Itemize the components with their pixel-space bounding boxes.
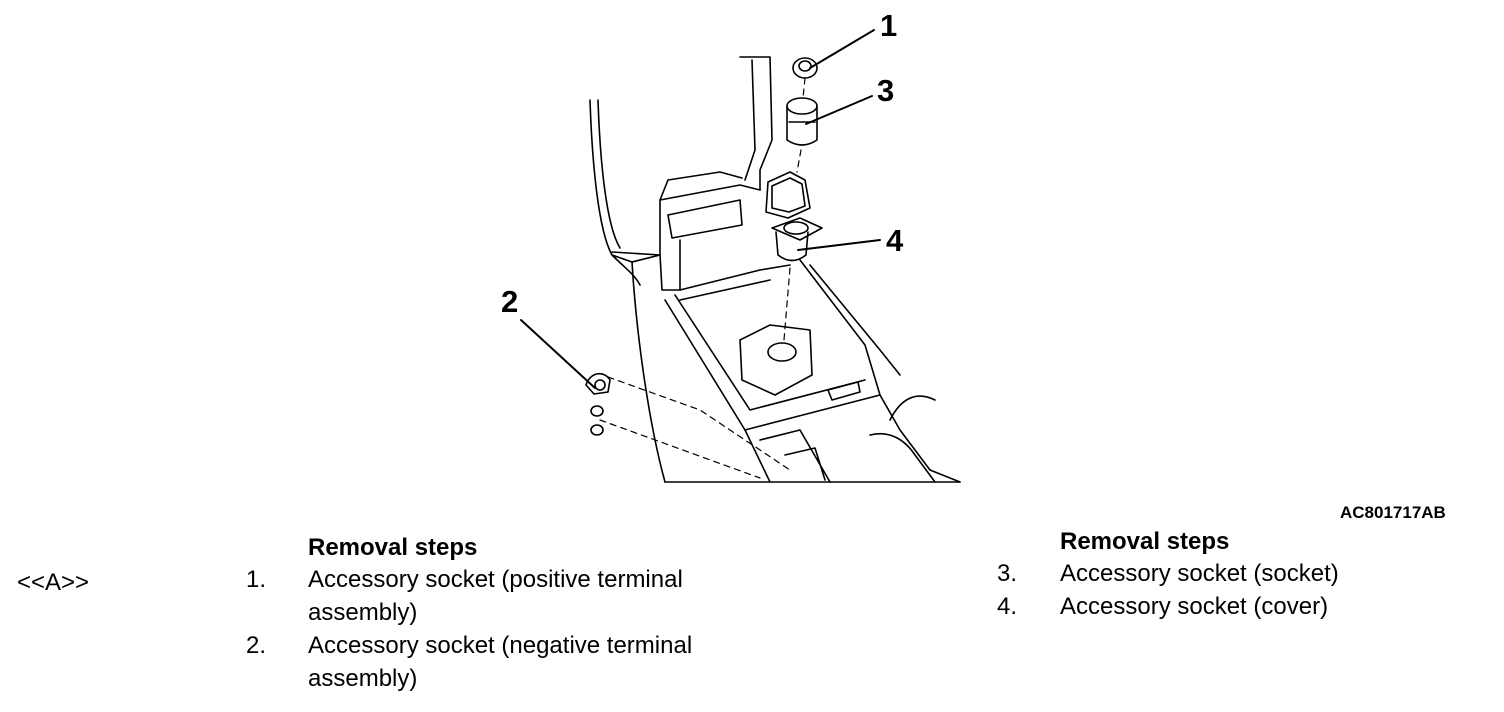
console-diagram bbox=[520, 29, 961, 483]
cover-part bbox=[765, 171, 823, 262]
step-text: Accessory socket (positive terminal asse… bbox=[308, 566, 683, 626]
removal-steps-heading: Removal steps bbox=[1060, 528, 1230, 555]
list-item: 3. Accessory socket (socket) bbox=[997, 557, 1480, 590]
callout-2: 2 bbox=[501, 284, 519, 319]
step-text: Accessory socket (negative terminal asse… bbox=[308, 632, 693, 692]
installation-guide-lines bbox=[599, 77, 806, 479]
left-removal-list: Removal steps 1. Accessory socket (posit… bbox=[246, 533, 768, 695]
figure-code: AC801717AB bbox=[1340, 503, 1446, 522]
step-text: Accessory socket (socket) bbox=[1060, 560, 1339, 587]
negative-terminal-part bbox=[585, 372, 611, 436]
list-item: 1. Accessory socket (positive terminal a… bbox=[246, 563, 768, 629]
removal-steps-heading: Removal steps bbox=[308, 534, 478, 561]
step-text: Accessory socket (cover) bbox=[1060, 593, 1329, 620]
right-removal-list: Removal steps 3. Accessory socket (socke… bbox=[997, 527, 1480, 623]
callout-4: 4 bbox=[886, 223, 904, 258]
center-console-drawing bbox=[589, 56, 961, 483]
positive-terminal-part bbox=[792, 57, 818, 79]
callout-leaders bbox=[520, 29, 881, 389]
callout-3: 3 bbox=[877, 73, 895, 108]
list-item: 4. Accessory socket (cover) bbox=[997, 590, 1480, 623]
callout-1: 1 bbox=[880, 8, 898, 43]
procedure-mark: <<A>> bbox=[17, 569, 90, 596]
list-item: 2. Accessory socket (negative terminal a… bbox=[246, 629, 768, 695]
